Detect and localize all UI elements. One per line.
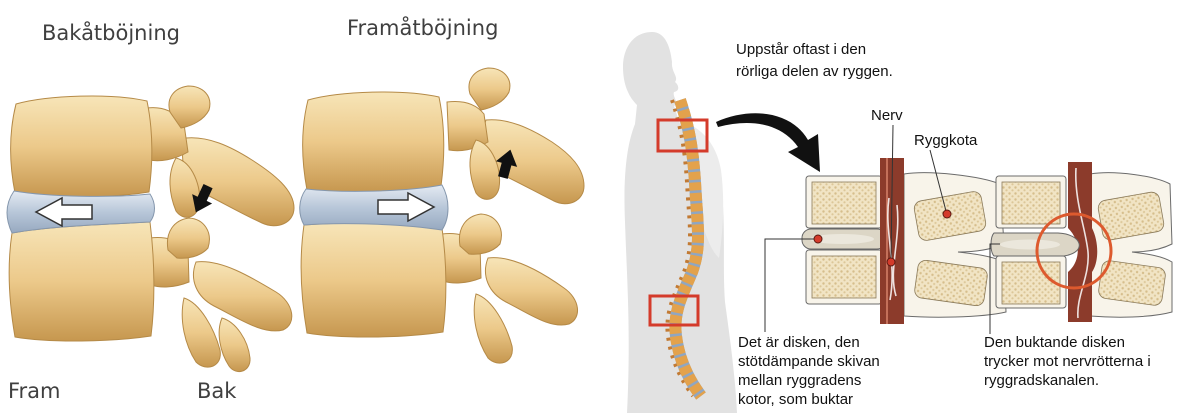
upper-vertebral-body bbox=[11, 96, 152, 197]
upper-vertebral-body bbox=[303, 92, 444, 192]
lower-vertebral-body bbox=[9, 222, 154, 341]
back-label: Bak bbox=[197, 379, 237, 403]
upper-body-spongy-bone bbox=[1002, 182, 1060, 224]
upper-spinous-process bbox=[183, 138, 294, 226]
disc-marker-dot bbox=[814, 235, 822, 243]
lower-superior-articular-process bbox=[459, 214, 501, 254]
backward-bending-vertebrae bbox=[7, 86, 294, 372]
disc-nucleus bbox=[1000, 240, 1060, 250]
forward-bending-panel: Framåtböjning bbox=[300, 15, 584, 363]
upper-body-spongy-bone bbox=[812, 182, 876, 224]
lower-inferior-articular-process bbox=[182, 298, 220, 367]
disc-caption-line-2: stötdämpande skivan bbox=[738, 353, 880, 370]
occurrence-note-line-1: Uppstår oftast i den bbox=[736, 41, 866, 58]
lower-vertebral-body bbox=[301, 223, 446, 337]
forward-bending-vertebrae bbox=[300, 68, 584, 363]
lower-inferior-articular-process bbox=[474, 294, 512, 363]
disc-caption-line-3: mellan ryggradens bbox=[738, 372, 861, 389]
lower-spinous-process bbox=[485, 258, 577, 325]
upper-posterior-elements bbox=[447, 68, 584, 204]
disc-herniation-panel: Uppstår oftast i den rörliga delen av ry… bbox=[623, 32, 1172, 413]
nerve-marker-dot bbox=[887, 258, 895, 266]
disc-caption-line-1: Det är disken, den bbox=[738, 334, 860, 351]
disc-caption-line-4: kotor, som buktar bbox=[738, 391, 853, 408]
forward-bending-title: Framåtböjning bbox=[347, 15, 498, 40]
vertebra-marker-dot bbox=[943, 210, 951, 218]
front-label: Fram bbox=[8, 379, 61, 403]
bulging-disc-caption: Den buktande disken trycker mot nervrött… bbox=[984, 334, 1151, 389]
lower-spinous-process bbox=[193, 262, 291, 331]
bulging-disc-caption-line-3: ryggradskanalen. bbox=[984, 372, 1099, 389]
backward-bending-panel: Bakåtböjning Fram Bak bbox=[7, 20, 294, 403]
bulging-disc-caption-line-2: trycker mot nervrötterna i bbox=[984, 353, 1151, 370]
disc-caption: Det är disken, den stötdämpande skivan m… bbox=[738, 334, 880, 408]
upper-superior-articular-process bbox=[469, 68, 510, 110]
nerve-label: Nerv bbox=[871, 107, 903, 124]
lower-superior-articular-process bbox=[167, 218, 209, 258]
lower-inferior-articular-process-far bbox=[219, 318, 250, 372]
curved-pointer-arrow-icon bbox=[716, 113, 820, 172]
lower-body-spongy-bone bbox=[812, 256, 876, 298]
bulging-disc-caption-line-1: Den buktande disken bbox=[984, 334, 1125, 351]
backward-bending-title: Bakåtböjning bbox=[42, 20, 180, 45]
vertebra-label: Ryggkota bbox=[914, 132, 978, 149]
occurrence-note-line-2: rörliga delen av ryggen. bbox=[736, 63, 893, 80]
disc-cross-section-herniated bbox=[990, 162, 1172, 334]
lower-body-spongy-bone bbox=[1002, 262, 1060, 304]
